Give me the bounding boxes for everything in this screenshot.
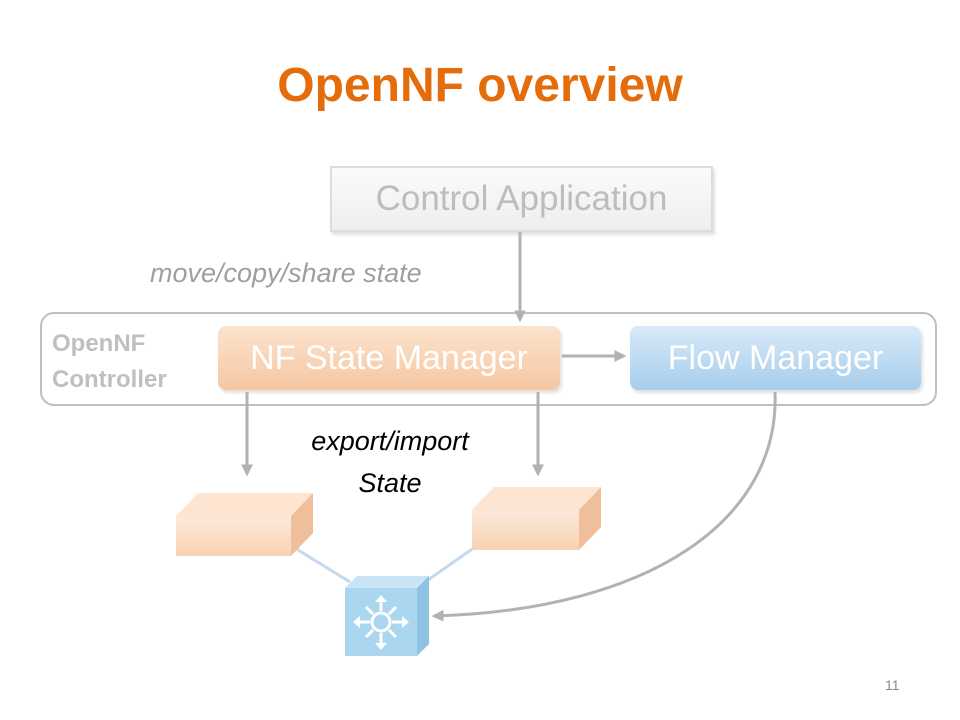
export-label-line1: export/import [311,426,469,456]
switch-links [289,543,479,584]
slide-title: OpenNF overview [277,59,683,112]
controller-label-line1: OpenNF [52,330,146,357]
nf-instance-left [176,493,313,556]
arrow-flow-to-switch [431,391,777,622]
export-import-label: export/import State [270,420,510,504]
openNF-controller-frame [40,312,937,406]
openNF-controller-label: OpenNF Controller [52,326,167,398]
nf-state-manager-box: NF State Manager [218,326,560,390]
flow-manager-box: Flow Manager [630,326,921,390]
page-number: 11 [885,677,900,693]
control-application-box: Control Application [330,166,713,232]
network-switch-icon [345,576,429,656]
move-copy-share-label: move/copy/share state [150,258,422,288]
export-label-line2: State [358,468,422,498]
nf-instance-right [472,487,601,550]
controller-label-line2: Controller [52,366,167,393]
